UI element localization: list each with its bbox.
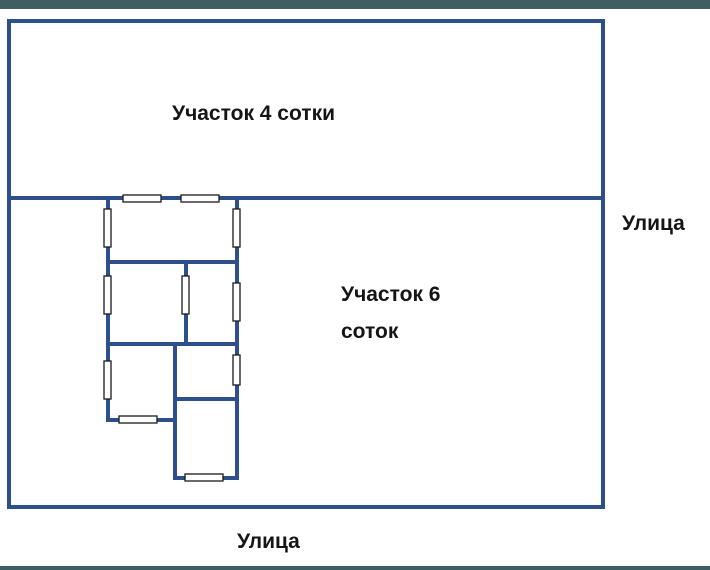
window-right-3 <box>232 354 241 386</box>
window-bottom-left <box>118 415 158 424</box>
plot-4-label: Участок 4 сотки <box>172 102 335 125</box>
window-left-3 <box>103 360 112 400</box>
window-bottom-annex <box>184 473 224 482</box>
window-top-2 <box>180 194 220 203</box>
walls <box>7 19 605 509</box>
plot-6-label-line1: Участок 6 <box>341 283 441 306</box>
window-right-1 <box>232 208 241 248</box>
window-right-2 <box>232 282 241 322</box>
street-label-right: Улица <box>622 212 685 235</box>
plot-6-label: Участок 6 соток <box>341 277 440 351</box>
window-partition <box>181 275 190 315</box>
plot-6-label-line2: соток <box>341 319 399 343</box>
window-top-1 <box>122 194 162 203</box>
street-label-bottom: Улица <box>237 530 300 553</box>
windows <box>103 194 241 482</box>
screen-top-border <box>0 0 710 9</box>
screen-bottom-border <box>0 566 710 570</box>
window-left-1 <box>103 208 112 248</box>
window-left-2 <box>103 275 112 315</box>
